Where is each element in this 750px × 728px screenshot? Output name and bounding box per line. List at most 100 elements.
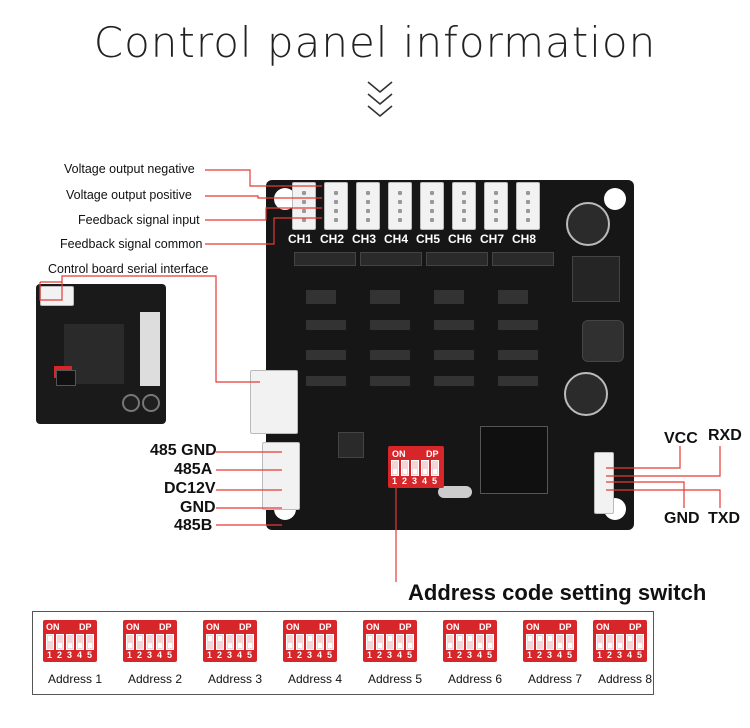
dip-switch-lever <box>526 634 534 650</box>
dip-switch-knob <box>298 643 302 648</box>
dip-switch-knob <box>328 643 332 648</box>
dip-on-label: ON <box>392 449 406 459</box>
connector-pin <box>494 200 498 204</box>
dip-switch-knob <box>608 643 612 648</box>
connector-pin <box>526 209 530 213</box>
label-gnd: GND <box>180 499 216 516</box>
label-txd: TXD <box>708 510 740 527</box>
small-board <box>36 284 166 424</box>
connector-pin <box>430 209 434 213</box>
channel-label: CH3 <box>352 232 377 246</box>
component <box>492 252 554 266</box>
component <box>306 350 346 360</box>
dip-number: 4 <box>557 650 563 660</box>
connector-pin <box>526 200 530 204</box>
connector-pin <box>366 191 370 195</box>
dip-switch-lever <box>306 634 314 650</box>
dip-number: 5 <box>567 650 573 660</box>
connector-pin <box>302 200 306 204</box>
dip-switch-lever <box>396 634 404 650</box>
dip-switch-lever <box>216 634 224 650</box>
dip-number: 3 <box>307 650 313 660</box>
microcontroller <box>56 370 76 386</box>
address-label: Address 8 <box>597 672 653 686</box>
component <box>434 350 474 360</box>
channel-connector <box>292 182 316 230</box>
dip-switch-knob <box>433 469 437 474</box>
channel-label: CH6 <box>448 232 473 246</box>
chevron-down-icon <box>367 81 393 118</box>
dip-number: 3 <box>547 650 553 660</box>
dip-switch-knob <box>618 643 622 648</box>
label-voltage-output-negative: Voltage output negative <box>64 162 195 176</box>
component <box>370 350 410 360</box>
dip-number: 4 <box>237 650 243 660</box>
dip-switch-knob <box>158 643 162 648</box>
dip-switch-lever <box>296 634 304 650</box>
dip-switch-lever <box>536 634 544 650</box>
dip-switch-knob <box>393 469 397 474</box>
dip-switch-knob <box>78 643 82 648</box>
channel-label: CH2 <box>320 232 345 246</box>
dip-number: 5 <box>167 650 173 660</box>
dip-switch-lever <box>391 460 399 476</box>
voltage-regulator <box>572 256 620 302</box>
dip-switch-knob <box>228 643 232 648</box>
dip-switch-lever <box>46 634 54 650</box>
component <box>434 376 474 386</box>
component <box>294 252 356 266</box>
dip-number: 4 <box>77 650 83 660</box>
address-label: Address 7 <box>527 672 583 686</box>
dip-number: 5 <box>327 650 333 660</box>
dip-switch-knob <box>598 643 602 648</box>
label-rxd: RXD <box>708 427 742 444</box>
dip-dp-label: DP <box>399 622 412 632</box>
dip-switch-knob <box>318 643 322 648</box>
address-section-title: Address code setting switch <box>408 580 707 605</box>
dip-number: 5 <box>87 650 93 660</box>
dip-switch-knob <box>48 636 52 641</box>
connector-pin <box>494 191 498 195</box>
dip-switch-lever <box>226 634 234 650</box>
dip-switch-knob <box>148 643 152 648</box>
dip-number: 2 <box>402 476 408 486</box>
address-label: Address 1 <box>47 672 103 686</box>
dip-on-label: ON <box>446 622 460 632</box>
connector-pin <box>366 209 370 213</box>
dip-switch-knob <box>288 643 292 648</box>
dip-switch-lever <box>86 634 94 650</box>
dip-switch-lever <box>616 634 624 650</box>
connector-pin <box>302 191 306 195</box>
component <box>306 376 346 386</box>
dip-on-label: ON <box>126 622 140 632</box>
component <box>338 432 364 458</box>
dip-number: 1 <box>127 650 133 660</box>
dip-switch-lever <box>136 634 144 650</box>
channel-label: CH5 <box>416 232 441 246</box>
dip-switch-lever <box>626 634 634 650</box>
dip-switch-knob <box>68 643 72 648</box>
dip-switch-knob <box>538 636 542 641</box>
dip-switch-knob <box>398 643 402 648</box>
dip-switch-knob <box>168 643 172 648</box>
dip-number: 3 <box>412 476 418 486</box>
dip-number: 4 <box>157 650 163 660</box>
dip-switch-knob <box>468 636 472 641</box>
dip-switch-knob <box>403 469 407 474</box>
label-gnd-uart: GND <box>664 510 700 527</box>
dip-number: 1 <box>367 650 373 660</box>
dip-number: 5 <box>637 650 643 660</box>
dip-switch-lever <box>456 634 464 650</box>
address-label: Address 3 <box>207 672 263 686</box>
dip-number: 3 <box>147 650 153 660</box>
dip-number: 4 <box>627 650 633 660</box>
component <box>498 376 538 386</box>
dip-switch-lever <box>411 460 419 476</box>
dip-on-label: ON <box>286 622 300 632</box>
dip-switch-knob <box>423 469 427 474</box>
